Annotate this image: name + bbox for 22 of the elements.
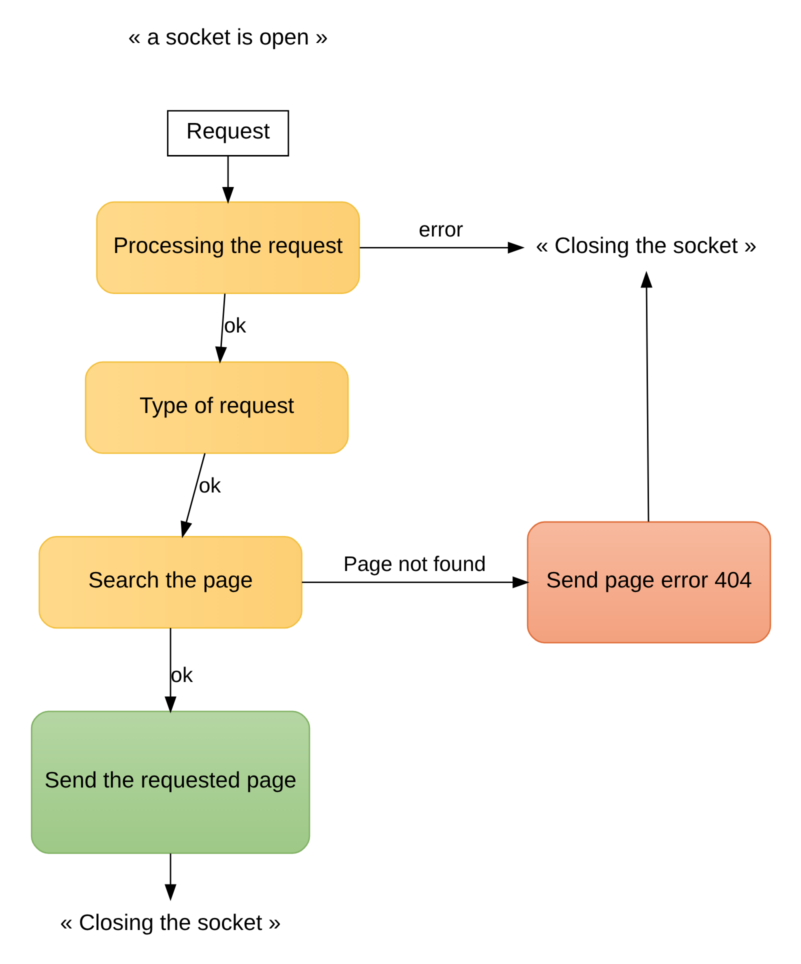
arrow [180, 453, 206, 538]
node-box: Search the page [38, 536, 302, 629]
node-box: Send page error 404 [526, 521, 771, 644]
arrow [164, 854, 176, 902]
node-box: Processing the request [96, 201, 360, 294]
node-box: Send the requested page [30, 710, 310, 854]
arrow [359, 242, 524, 254]
node-text: « Closing the socket » [60, 910, 280, 936]
arrow [164, 628, 176, 714]
edge-label: ok [198, 474, 220, 498]
node-text: « Closing the socket » [535, 233, 756, 258]
node-box: Request [166, 110, 289, 156]
arrow [301, 576, 529, 588]
edge-label: ok [223, 314, 246, 338]
arrow [640, 270, 652, 522]
edge-label: ok [170, 664, 192, 687]
arrow [222, 156, 234, 204]
label: « a socket is open » [128, 24, 328, 50]
arrow [214, 294, 226, 364]
edge-label: error [418, 218, 463, 242]
node-box: Type of request [84, 361, 348, 454]
edge-label: Page not found [342, 553, 486, 576]
